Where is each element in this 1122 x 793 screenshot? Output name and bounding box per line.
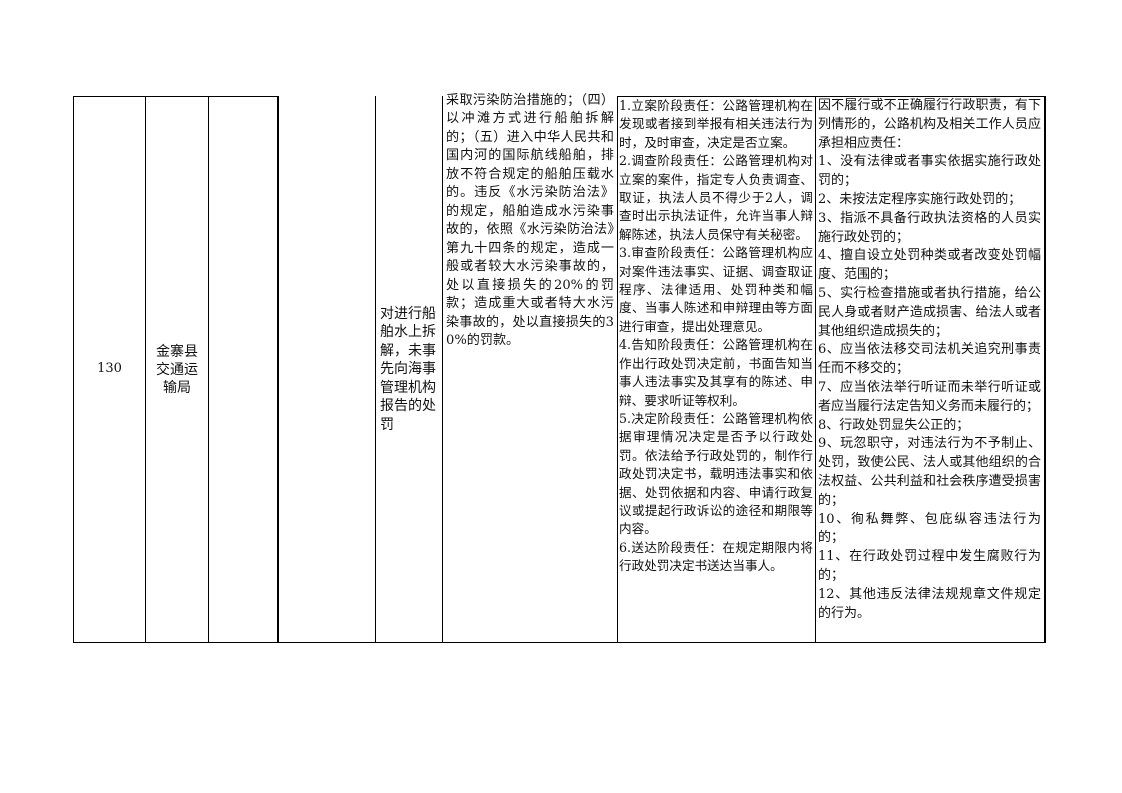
accountability-item: 3、指派不具备行政执法资格的人员实施行政处罚的； bbox=[818, 210, 1041, 245]
column-divider-7 bbox=[815, 96, 816, 643]
column-divider-1 bbox=[145, 96, 146, 643]
responsibility-item: 1.立案阶段责任：公路管理机构在发现或者接到举报有相关违法行为时，及时审查，决定… bbox=[619, 98, 813, 150]
responsibility-item: 6.送达阶段责任：在规定期限内将行政处罚决定书送达当事人。 bbox=[619, 539, 813, 574]
table-bottom-border bbox=[73, 642, 1045, 643]
responsibility-item: 5.决定阶段责任：公路管理机构依据审理情况决定是否予以行政处罚。依法给予行政处罚… bbox=[619, 410, 813, 537]
accountability-item: 12、其他违反法律法规规章文件规定的行为。 bbox=[818, 586, 1041, 621]
row-number: 130 bbox=[97, 361, 122, 377]
column-divider-6 bbox=[617, 96, 618, 643]
accountability-item: 4、擅自设立处罚种类或者改变处罚幅度、范围的； bbox=[818, 248, 1041, 283]
accountability-cell: 因不履行或不正确履行行政职责，有下列情形的，公路机构及相关工作人员应承担相应责任… bbox=[817, 97, 1044, 642]
table-top-border-right bbox=[617, 96, 1045, 97]
accountability-item: 因不履行或不正确履行行政职责，有下列情形的，公路机构及相关工作人员应承担相应责任… bbox=[818, 98, 1041, 151]
legal-basis-cell: 采取应急措施；未按照规定采取污染防治措施的；（四）以冲滩方式进行船舶拆解的；（五… bbox=[446, 90, 618, 390]
column-divider-5 bbox=[442, 96, 443, 643]
accountability-item: 5、实行检查措施或者执行措施，给公民人身或者财产造成损害、给法人或者其他组织造成… bbox=[818, 285, 1041, 339]
accountability-item: 7、应当依法举行听证而未举行听证或者应当履行法定告知义务而未履行的； bbox=[818, 379, 1041, 414]
accountability-list: 因不履行或不正确履行行政职责，有下列情形的，公路机构及相关工作人员应承担相应责任… bbox=[818, 97, 1041, 623]
responsibility-list: 1.立案阶段责任：公路管理机构在发现或者接到举报有相关违法行为时，及时审查，决定… bbox=[619, 97, 813, 576]
item-name: 对进行船舶水上拆解，未事先向海事管理机构报告的处罚 bbox=[380, 305, 436, 433]
responsibility-cell: 1.立案阶段责任：公路管理机构在发现或者接到举报有相关违法行为时，及时审查，决定… bbox=[619, 97, 815, 642]
item-name-cell: 对进行船舶水上拆解，未事先向海事管理机构报告的处罚 bbox=[376, 97, 442, 642]
accountability-item: 9、玩忽职守，对违法行为不予制止、处罚，致使公民、法人或其他组织的合法权益、公共… bbox=[818, 436, 1041, 508]
accountability-item: 2、未按法定程序实施行政处罚的； bbox=[818, 191, 1022, 207]
accountability-item: 6、应当依法移交司法机关追究刑事责任而不移交的； bbox=[818, 342, 1041, 377]
responsibility-item: 3.审查阶段责任：公路管理机构应对案件违法事实、证据、调查取证程序、法律适用、处… bbox=[619, 245, 813, 334]
responsibility-item: 4.告知阶段责任：公路管理机构在作出行政处罚决定前，书面告知当事人违法事实及其享… bbox=[619, 337, 813, 408]
table-top-border-left bbox=[73, 96, 278, 97]
column-divider-3 bbox=[277, 96, 279, 643]
column-divider-0 bbox=[73, 96, 74, 643]
column-divider-8 bbox=[1044, 96, 1046, 643]
department-cell: 金寨县交通运输局 bbox=[146, 97, 208, 642]
row-number-cell: 130 bbox=[74, 97, 145, 642]
column-divider-2 bbox=[208, 96, 209, 643]
accountability-item: 8、行政处罚显失公正的； bbox=[818, 417, 970, 433]
empty-cell-2 bbox=[279, 97, 375, 642]
department-name: 金寨县交通运输局 bbox=[156, 343, 198, 396]
column-divider-4 bbox=[375, 96, 376, 643]
responsibility-item: 2.调查阶段责任：公路管理机构对立案的案件，指定专人负责调查、取证，执法人员不得… bbox=[619, 153, 813, 242]
accountability-item: 11、在行政处罚过程中发生腐败行为的； bbox=[818, 549, 1041, 583]
legal-basis-text: 采取应急措施；未按照规定采取污染防治措施的；（四）以冲滩方式进行船舶拆解的；（五… bbox=[446, 92, 614, 349]
accountability-item: 1、没有法律或者事实依据实施行政处罚的； bbox=[818, 154, 1041, 189]
empty-cell-1 bbox=[209, 97, 277, 642]
accountability-item: 10、徇私舞弊、包庇纵容违法行为的； bbox=[818, 511, 1041, 546]
